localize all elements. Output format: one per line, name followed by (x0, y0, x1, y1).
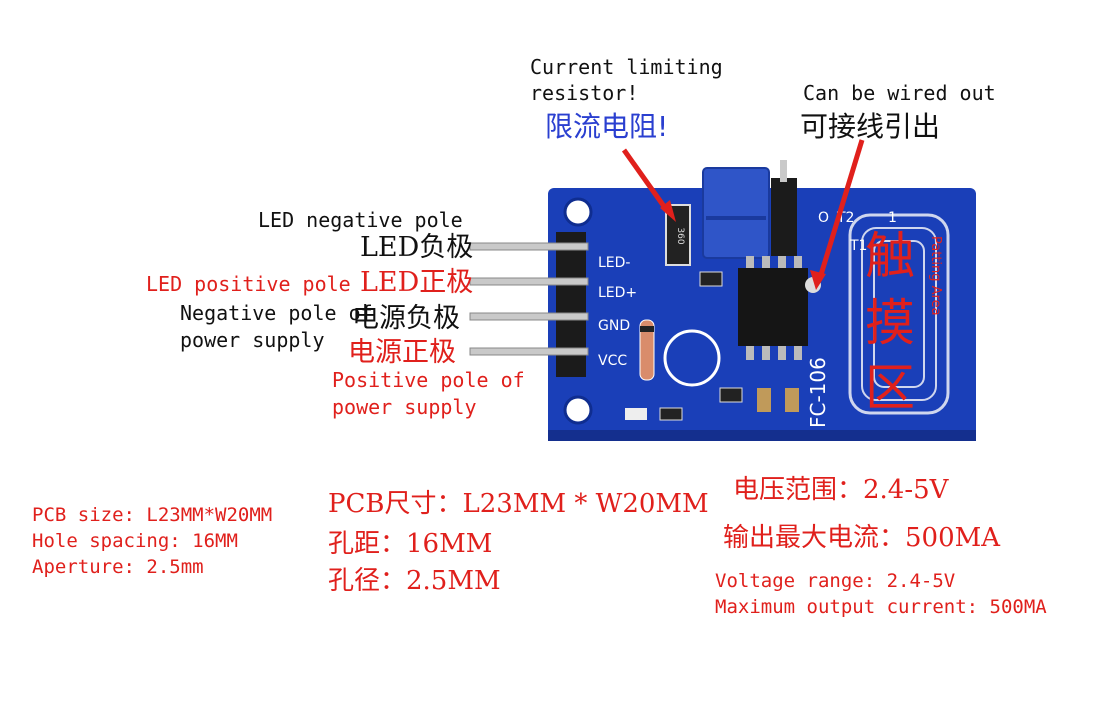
spec-right-line-3: Voltage range: 2.4-5V (715, 570, 956, 592)
led-pos-label-cn: LED正极 (360, 267, 474, 298)
resistor-label-en-2: resistor! (530, 81, 639, 105)
mounting-hole-bottom (563, 395, 593, 425)
resistor-arrow (621, 148, 671, 214)
pin-label-vcc: VCC (598, 353, 627, 369)
led-neg-label-en: LED negative pole (258, 208, 463, 232)
led-pos-label-en: LED positive pole (146, 272, 351, 296)
pin-gnd (469, 312, 589, 321)
jumper-pins (771, 178, 797, 256)
touch-area-en: Patting Area (928, 236, 943, 316)
spec-left-line-2: Hole spacing: 16MM (32, 530, 238, 552)
wire-label-en: Can be wired out (803, 81, 996, 105)
pwr-neg-label-en-2: power supply (180, 328, 325, 352)
pwr-pos-label-en-2: power supply (332, 395, 477, 419)
pin-vcc (469, 347, 589, 356)
spec-center-line-1: PCB尺寸：L23MM * W20MM (328, 489, 709, 519)
spec-left-line-3: Aperture: 2.5mm (32, 556, 204, 578)
resistor-label-en-1: Current limiting (530, 55, 723, 79)
spec-left-line-1: PCB size: L23MM*W20MM (32, 504, 273, 526)
resistor-code: 360 (675, 227, 685, 244)
spec-right-line-2: 输出最大电流：500MA (723, 523, 1001, 553)
wire-label-cn: 可接线引出 (800, 110, 941, 143)
mounting-hole-top (563, 197, 593, 227)
silk-t1: T1 (849, 238, 867, 254)
pin-label-gnd: GND (598, 318, 630, 334)
touch-area-char-1: 触 (865, 227, 915, 285)
pin-led-neg (469, 242, 589, 251)
pin-label-led-neg: LED- (598, 255, 630, 271)
resistor-label-cn: 限流电阻! (545, 110, 669, 143)
led-neg-label-cn: LED负极 (360, 232, 474, 263)
diode (639, 319, 655, 381)
led-footprint (663, 329, 721, 387)
pwr-neg-label-en-1: Negative pole of (180, 301, 373, 325)
pwr-pos-label-cn: 电源正极 (348, 337, 456, 368)
spec-center-line-3: 孔径：2.5MM (328, 566, 501, 596)
touch-area-char-3: 区 (865, 359, 915, 417)
spec-right-line-1: 电压范围：2.4-5V (733, 475, 949, 505)
pin-label-led-pos: LED+ (598, 285, 637, 301)
touch-pad (848, 213, 950, 415)
touch-area-char-2: 摸 (865, 294, 915, 352)
ic-chip (738, 268, 808, 346)
silk-o: O (818, 210, 829, 226)
spec-right-line-4: Maximum output current: 500MA (715, 596, 1047, 618)
silk-1: 1 (888, 210, 897, 226)
spec-center-line-2: 孔距：16MM (328, 529, 493, 559)
jumper-cap (702, 167, 770, 259)
board-model: FC-106 (806, 357, 830, 428)
wire-arrow (817, 139, 865, 279)
pwr-neg-label-cn: 电源负极 (352, 303, 460, 334)
pwr-pos-label-en-1: Positive pole of (332, 368, 525, 392)
pin-led-pos (469, 277, 589, 286)
